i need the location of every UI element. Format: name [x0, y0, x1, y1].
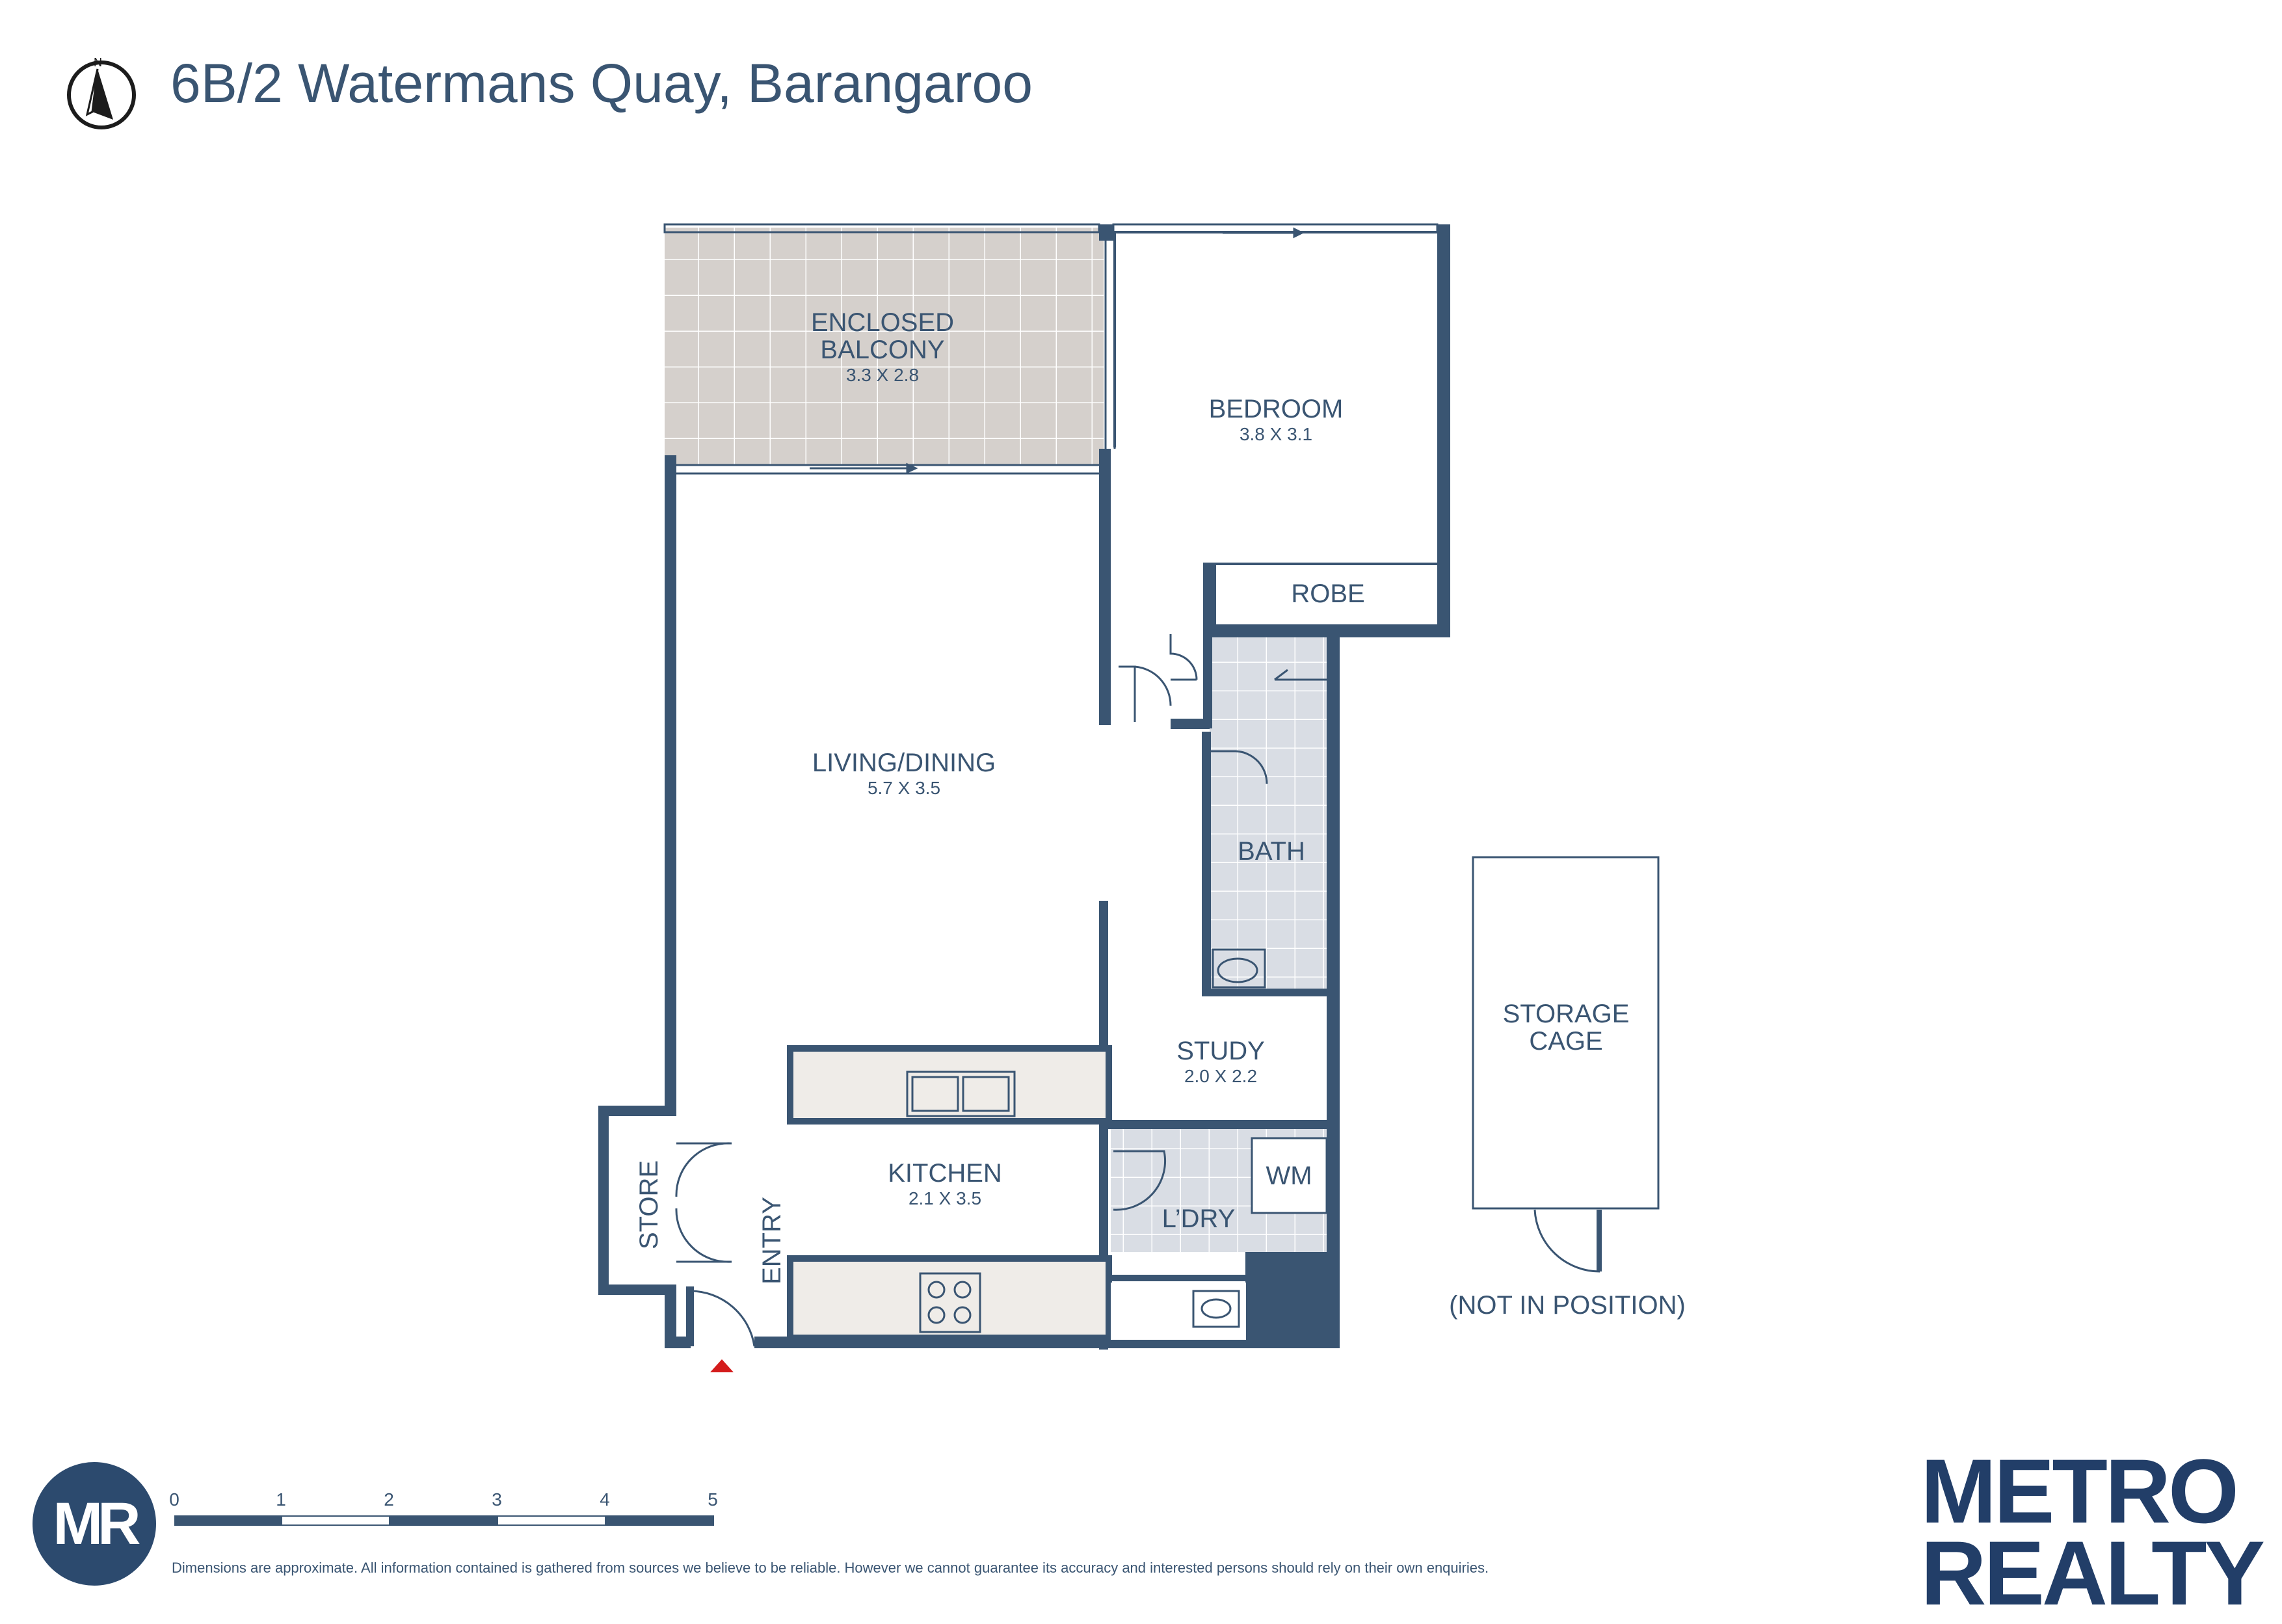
balcony-dims: 3.3 X 2.8 [845, 365, 920, 385]
room-label-balcony: ENCLOSED BALCONY 3.3 X 2.8 [811, 309, 954, 387]
storage-cage-line1: STORAGE [1502, 1000, 1630, 1028]
room-label-bedroom: BEDROOM 3.8 X 3.1 [1209, 395, 1344, 446]
scale-label-3: 3 [492, 1489, 502, 1510]
cooktop [919, 1272, 981, 1333]
disclaimer: Dimensions are approximate. All informat… [172, 1560, 1489, 1576]
room-label-store: STORE [635, 1160, 664, 1250]
bath-name: BATH [1238, 837, 1305, 866]
scale-label-0: 0 [169, 1489, 179, 1510]
scale-label-5: 5 [708, 1489, 718, 1510]
brand-logo: METRO REALTY [1920, 1440, 2265, 1624]
scale-label-2: 2 [384, 1489, 394, 1510]
storage-cage [1472, 856, 1660, 1210]
living-dims: 5.7 X 3.5 [867, 778, 941, 798]
entry-marker-icon [710, 1359, 734, 1372]
room-label-storage-cage: STORAGE CAGE [1503, 1000, 1630, 1055]
scale-bar: 0 1 2 3 4 5 [169, 1489, 718, 1541]
brand-line2: REALTY [1920, 1522, 2265, 1624]
laundry-divider [1111, 1275, 1247, 1281]
scale-segment [174, 1515, 282, 1526]
scale-segment [497, 1515, 606, 1526]
storage-cage-note-text: (NOT IN POSITION) [1449, 1291, 1686, 1320]
living-name: LIVING/DINING [812, 749, 996, 777]
bedroom-name: BEDROOM [1208, 395, 1344, 423]
bedroom-dims: 3.8 X 3.1 [1239, 424, 1313, 444]
room-label-bath: BATH [1238, 838, 1305, 865]
room-label-kitchen: KITCHEN 2.1 X 3.5 [888, 1160, 1002, 1210]
room-label-laundry: L’DRY [1162, 1205, 1236, 1232]
storage-cage-note: (NOT IN POSITION) [1449, 1292, 1686, 1319]
study-dims: 2.0 X 2.2 [1184, 1066, 1258, 1086]
north-arrow-icon: N [67, 56, 136, 129]
storage-cage-line2: CAGE [1529, 1027, 1603, 1056]
scale-segment [605, 1515, 714, 1526]
robe-name: ROBE [1291, 579, 1365, 608]
compass-north-label: N [94, 56, 102, 69]
brand-line1: METRO [1920, 1440, 2239, 1542]
scale-segment [281, 1515, 390, 1526]
balcony-name-line1: ENCLOSED [810, 308, 955, 337]
kitchen-name: KITCHEN [888, 1159, 1002, 1188]
laundry-tub [1192, 1290, 1240, 1328]
laundry-name: L’DRY [1161, 1205, 1236, 1233]
room-label-living: LIVING/DINING 5.7 X 3.5 [812, 749, 996, 800]
scale-label-4: 4 [600, 1489, 610, 1510]
study-name: STUDY [1176, 1037, 1265, 1065]
washing-machine [1251, 1137, 1328, 1214]
mr-logo: MR [33, 1462, 156, 1586]
room-label-entry: ENTRY [757, 1197, 786, 1285]
scale-label-1: 1 [276, 1489, 286, 1510]
sink [906, 1071, 1016, 1117]
kitchen-dims: 2.1 X 3.5 [908, 1188, 982, 1208]
page-title: 6B/2 Watermans Quay, Barangaroo [170, 53, 1033, 114]
wm-name: WM [1266, 1162, 1312, 1190]
scale-segment [389, 1515, 498, 1526]
room-label-robe: ROBE [1291, 580, 1364, 607]
room-label-wm: WM [1266, 1162, 1312, 1190]
room-label-study: STUDY 2.0 X 2.2 [1176, 1037, 1265, 1088]
balcony-floor [665, 228, 1104, 465]
balcony-name-line2: BALCONY [820, 336, 945, 364]
